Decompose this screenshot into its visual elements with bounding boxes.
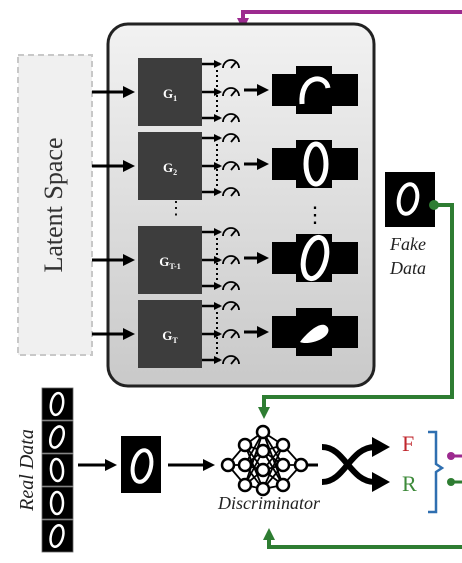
fake-data-label-line1: Fake [389, 234, 426, 254]
generator-row: G2 [92, 132, 358, 200]
real-data-label: Real Data [16, 429, 38, 512]
generator-row: G1 [92, 58, 358, 126]
generator-box [138, 300, 202, 368]
generated-sample [272, 234, 358, 282]
gauge-icon [222, 255, 240, 265]
generator-box [138, 132, 202, 200]
latent-space-label: Latent Space [39, 138, 68, 273]
generator-label: GT [162, 328, 178, 345]
generator-label: G2 [163, 160, 177, 177]
gauge-icon [222, 301, 240, 311]
real-sample-thumbnail [41, 519, 74, 553]
fake-data-sample [385, 172, 435, 227]
real-data-sample [121, 436, 161, 493]
generated-sample [272, 66, 358, 114]
fake-data-label-line2: Data [389, 258, 426, 278]
generator-label: GT-1 [159, 254, 180, 271]
real-sample-thumbnail [41, 453, 74, 487]
generated-sample [272, 308, 358, 356]
gauge-icon [222, 59, 240, 69]
generator-box [138, 226, 202, 294]
gauge-icon [222, 227, 240, 237]
real-data-samples [41, 387, 74, 553]
gauge-icon [222, 87, 240, 97]
gauge-icon [222, 113, 240, 123]
output-real-label: R [402, 471, 417, 496]
green-feedback-arrow [263, 528, 462, 549]
output-bracket [428, 430, 445, 514]
gauge-icon [222, 329, 240, 339]
gauge-icon [222, 133, 240, 143]
real-output-connector [447, 478, 462, 486]
real-sample-thumbnail [41, 420, 74, 454]
output-fake-label: F [402, 431, 414, 456]
purple-feedback-arrow [237, 10, 462, 30]
ellipsis-vertical: ⋮ [167, 198, 185, 218]
gauge-icon [222, 161, 240, 171]
gauge-icon [222, 281, 240, 291]
neural-network-icon [220, 424, 318, 497]
fake-output-connector [447, 452, 462, 460]
gauge-icon [222, 355, 240, 365]
gauge-icon [222, 187, 240, 197]
ellipsis-vertical: ⋮ [304, 202, 326, 227]
generator-row: GT-1 [92, 226, 358, 294]
generator-box [138, 58, 202, 126]
latent-space-box: Latent Space [17, 54, 93, 356]
generator-row: GT [92, 300, 358, 368]
fake-to-discriminator-arrow [258, 200, 454, 419]
generator-label: G1 [163, 86, 177, 103]
discriminator-label: Discriminator [217, 493, 321, 513]
generated-sample [272, 140, 358, 188]
real-sample-thumbnail [41, 486, 74, 520]
shuffle-icon [321, 437, 390, 492]
real-sample-thumbnail [41, 387, 74, 421]
